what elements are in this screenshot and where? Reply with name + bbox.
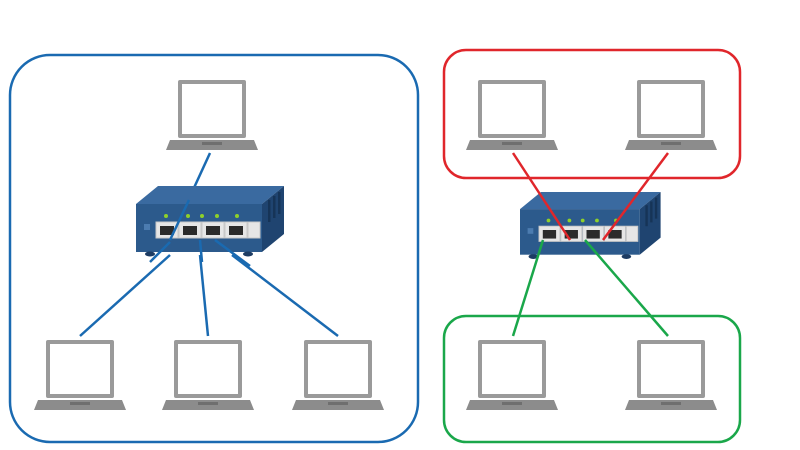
link-bottom-mid-laptop: [198, 254, 210, 337]
network-switch-icon: [135, 185, 285, 257]
red-connections: [511, 152, 670, 241]
laptop-icon: [466, 340, 558, 410]
green-group-box: [442, 314, 742, 444]
blue-port-links: [149, 199, 251, 268]
blue-group-box: [8, 53, 420, 444]
laptop-icon: [466, 80, 558, 150]
laptop-icon: [625, 80, 717, 150]
laptop-icon: [166, 80, 258, 150]
laptop-icon: [34, 340, 126, 410]
link-bottom-left-laptop: [79, 254, 171, 337]
red-group-box: [442, 48, 742, 180]
green-connections: [511, 239, 669, 337]
link-bottom-right-laptop: [231, 254, 339, 337]
link-red-right-laptop: [601, 152, 670, 241]
laptop-icon: [162, 340, 254, 410]
laptop-icon: [292, 340, 384, 410]
laptop-icon: [625, 340, 717, 410]
link-red-left-laptop: [511, 152, 572, 241]
link-green-left-laptop: [511, 239, 545, 337]
link-green-right-laptop: [584, 239, 669, 337]
